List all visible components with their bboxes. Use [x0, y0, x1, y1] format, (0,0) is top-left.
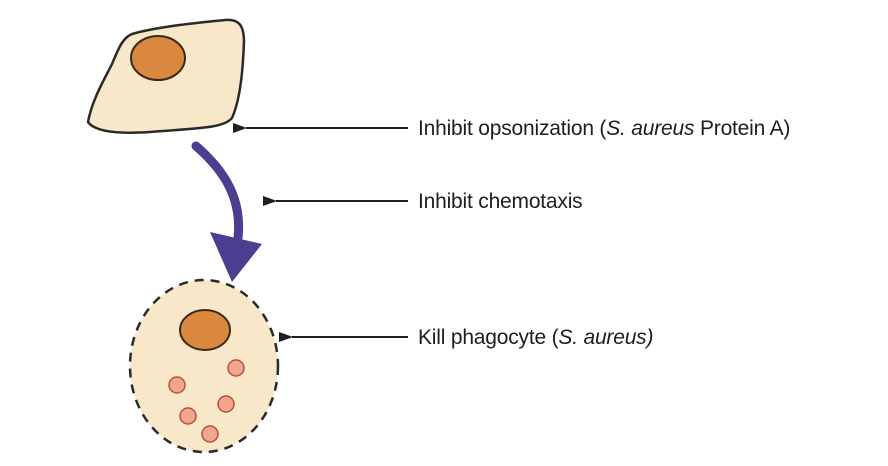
- curved-arrow-icon: [191, 141, 262, 282]
- annotation-text: Inhibit opsonization (: [418, 117, 607, 140]
- phagocyte-cell-bottom: [128, 278, 280, 454]
- annotation-text: Inhibit chemotaxis: [418, 190, 583, 213]
- annotation-inhibit-chemotaxis: Inhibit chemotaxis: [418, 190, 583, 214]
- nucleus: [130, 35, 186, 81]
- nucleus: [179, 309, 231, 351]
- granule: [168, 376, 186, 394]
- annotation-inhibit-opsonization: Inhibit opsonization (S. aureus Protein …: [418, 117, 790, 141]
- annotation-italic-text: S. aureus): [558, 326, 654, 349]
- granule: [217, 395, 235, 413]
- phagocyte-cell-top: [86, 18, 246, 134]
- annotation-text: Protein A): [694, 117, 791, 140]
- annotation-italic-text: S. aureus: [606, 117, 695, 140]
- annotation-text: Kill phagocyte (: [418, 326, 559, 349]
- granule: [201, 425, 219, 443]
- granule: [179, 407, 197, 425]
- granule: [227, 359, 245, 377]
- annotation-kill-phagocyte: Kill phagocyte (S. aureus): [418, 326, 653, 350]
- dashed-cell-membrane: [128, 278, 280, 454]
